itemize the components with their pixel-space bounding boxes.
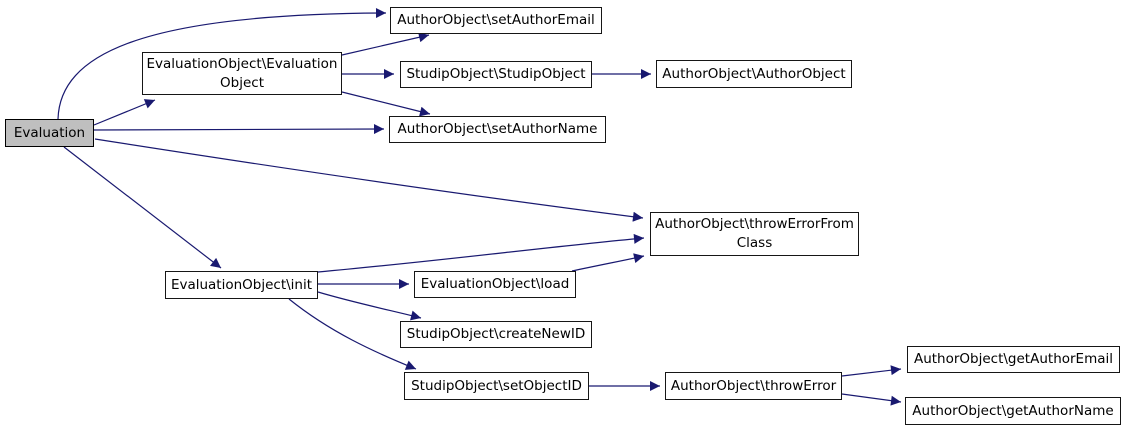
node-load[interactable]: EvaluationObject\load [414,271,576,298]
node-label-line1: EvaluationObject\Evaluation [146,55,338,72]
node-label: StudipObject\createNewID [406,326,586,342]
edge-init-to-throw-error-from-class [317,233,645,273]
node-studip-object[interactable]: StudipObject\StudipObject [400,61,592,88]
node-label-line1: AuthorObject\throwErrorFrom [655,216,854,232]
node-set-object-id[interactable]: StudipObject\setObjectID [404,372,589,400]
node-label: AuthorObject\getAuthorEmail [913,351,1114,367]
node-label: EvaluationObject\init [170,276,313,293]
node-label: AuthorObject\setAuthorName [397,121,598,137]
node-set-author-email[interactable]: AuthorObject\setAuthorEmail [390,7,602,34]
edge-evaluation-object-to-set-author-email [341,32,430,56]
edge-init-to-set-object-id [288,298,417,370]
edge-evaluation-to-init [63,146,222,269]
edge-throw-error-to-get-author-email [841,365,902,377]
edge-evaluation-object-to-set-author-name [341,91,431,117]
node-label: AuthorObject\AuthorObject [662,65,846,82]
node-get-author-email[interactable]: AuthorObject\getAuthorEmail [907,346,1120,373]
node-label: AuthorObject\throwError [670,377,837,394]
node-label: StudipObject\StudipObject [406,66,586,82]
node-author-object[interactable]: AuthorObject\AuthorObject [656,60,852,88]
edge-evaluation-to-evaluation-object [93,99,156,126]
node-evaluation[interactable]: Evaluation [5,119,94,147]
node-label: EvaluationObject\load [420,276,570,292]
node-evaluation-object[interactable]: EvaluationObject\Evaluation Object [142,52,342,95]
node-throw-error-from-class[interactable]: AuthorObject\throwErrorFrom Class [650,212,859,256]
edge-evaluation-to-set-author-name [93,124,385,135]
node-label: AuthorObject\setAuthorEmail [397,12,595,28]
node-create-new-id[interactable]: StudipObject\createNewID [400,321,592,348]
node-label: AuthorObject\getAuthorName [912,402,1114,419]
edge-evaluation-to-throw-error-from-class [94,138,644,222]
edge-init-to-create-new-id [317,291,422,321]
node-throw-error[interactable]: AuthorObject\throwError [665,372,842,400]
edge-load-to-throw-error-from-class [571,253,645,272]
node-label-line2: Object [220,74,264,91]
node-set-author-name[interactable]: AuthorObject\setAuthorName [389,116,606,143]
node-label: StudipObject\setObjectID [411,377,582,394]
node-init[interactable]: EvaluationObject\init [165,271,318,299]
node-label: Evaluation [13,124,86,141]
node-get-author-name[interactable]: AuthorObject\getAuthorName [905,397,1121,425]
edge-evaluation-to-set-author-email [57,8,387,120]
edge-throw-error-to-get-author-name [841,393,902,406]
node-label-line2: Class [736,235,773,251]
